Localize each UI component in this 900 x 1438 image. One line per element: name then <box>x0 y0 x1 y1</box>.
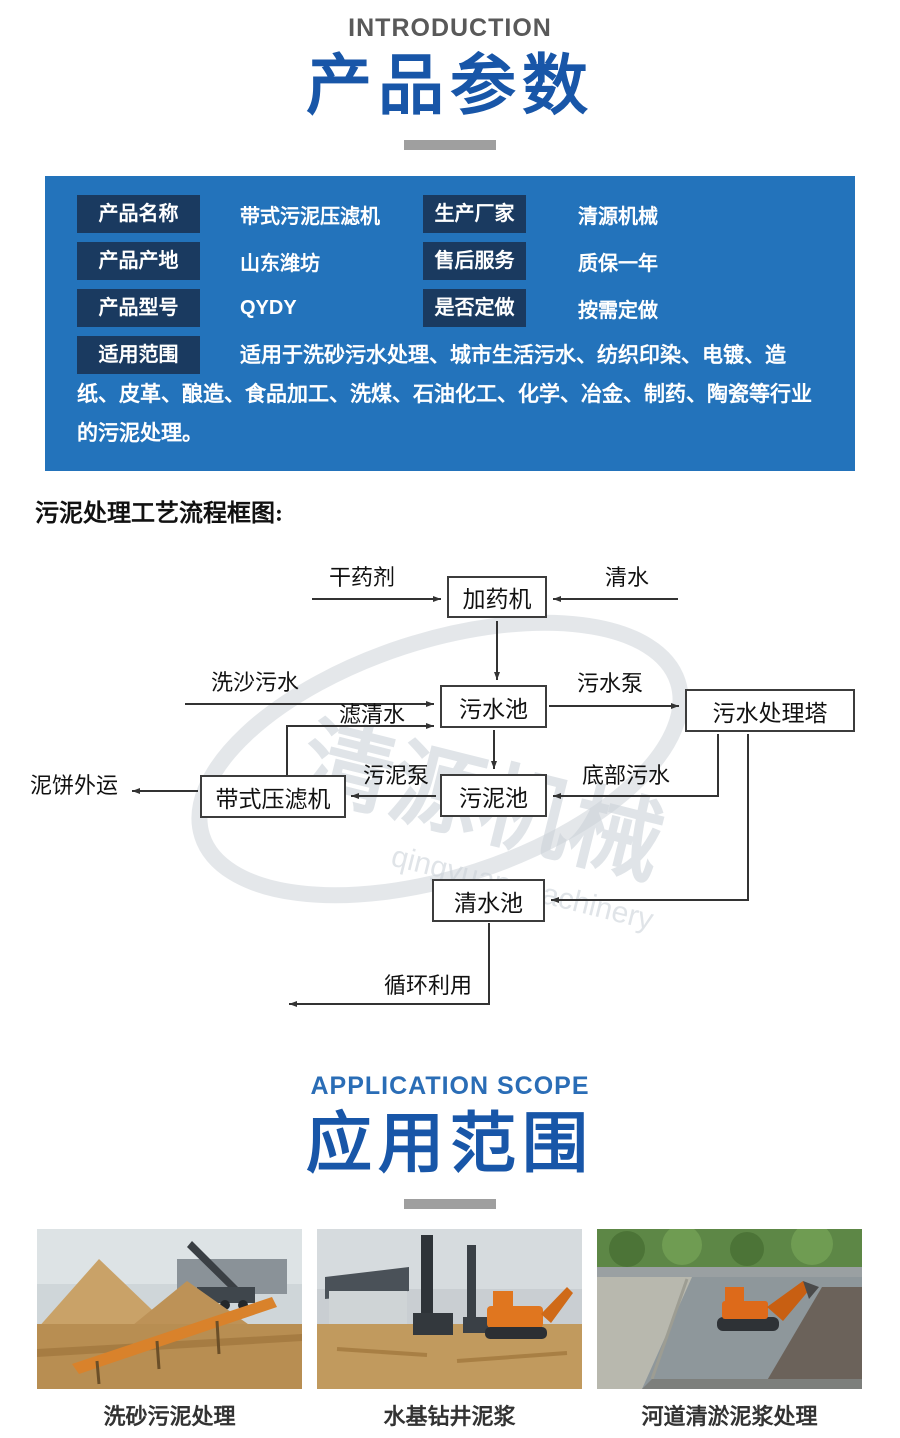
spec-label-model: 产品型号 <box>77 289 200 328</box>
spec-value-manufacturer: 清源机械 <box>578 205 658 228</box>
flow-label-recycle: 循环利用 <box>383 973 473 999</box>
spec-value-model: QYDY <box>240 296 297 319</box>
photo-river-dredging <box>597 1228 862 1389</box>
title-divider <box>404 140 496 151</box>
spec-label-scope: 适用范围 <box>77 336 200 375</box>
spec-value-after-sales: 质保一年 <box>578 252 658 275</box>
flow-box-treatment-tower: 污水处理塔 <box>685 689 855 733</box>
spec-row-2: 产品产地 山东潍坊 售后服务 质保一年 <box>77 242 823 281</box>
flow-label-sludge-pump: 污泥泵 <box>362 763 430 789</box>
spec-row-3: 产品型号 QYDY 是否定做 按需定做 <box>77 289 823 328</box>
flow-box-sludge-pool: 污泥池 <box>440 774 547 818</box>
flow-label-clean-water: 清水 <box>604 565 650 591</box>
photo-pile-driver-site <box>317 1228 582 1389</box>
flow-label-dry-agent: 干药剂 <box>328 565 396 591</box>
spec-value-scope: 适用于洗砂污水处理、城市生活污水、纺织印染、电镀、造纸、皮革、酿造、食品加工、洗… <box>77 344 812 446</box>
spec-label-after-sales: 售后服务 <box>423 242 526 281</box>
spec-label-customization: 是否定做 <box>423 289 526 328</box>
application-eyebrow: APPLICATION SCOPE <box>310 1072 590 1101</box>
spec-panel: 产品名称 带式污泥压滤机 生产厂家 清源机械 产品产地 山东潍坊 售后服务 质保… <box>45 176 855 472</box>
spec-label-manufacturer: 生产厂家 <box>423 195 526 234</box>
spec-row-scope: 适用范围 适用于洗砂污水处理、城市生活污水、纺织印染、电镀、造纸、皮革、酿造、食… <box>77 336 823 453</box>
flow-label-filtered-water: 滤清水 <box>338 702 406 728</box>
page-title-product-params: 产品参数 <box>306 48 594 122</box>
flow-box-sewage-pool: 污水池 <box>440 685 547 729</box>
application-caption-row: 洗砂污泥处理 水基钻井泥浆 河道清淤泥浆处理 <box>37 1399 863 1431</box>
flow-label-sand-washing-sewage: 洗沙污水 <box>210 670 300 696</box>
spec-value-origin: 山东潍坊 <box>240 252 320 275</box>
photo-caption-3: 河道清淤泥浆处理 <box>641 1403 818 1429</box>
application-photo-row <box>37 1228 863 1389</box>
flow-box-dosing-machine: 加药机 <box>447 576 547 619</box>
page-title-application-scope: 应用范围 <box>306 1106 594 1181</box>
spec-row-1: 产品名称 带式污泥压滤机 生产厂家 清源机械 <box>77 195 823 234</box>
process-flow-diagram: 清源机械 qingyuan machinery 加药机 污水池 污水处理塔 <box>0 534 900 1026</box>
photo-caption-1: 洗砂污泥处理 <box>103 1403 236 1429</box>
application-divider <box>404 1198 496 1209</box>
flow-label-bottom-sewage: 底部污水 <box>581 763 671 789</box>
spec-label-origin: 产品产地 <box>77 242 200 281</box>
flow-label-mud-cake-out: 泥饼外运 <box>29 773 119 799</box>
spec-value-product-name: 带式污泥压滤机 <box>240 205 380 228</box>
spec-label-product-name: 产品名称 <box>77 195 200 234</box>
flow-box-clean-pool: 清水池 <box>432 879 545 923</box>
flow-label-sewage-pump: 污水泵 <box>576 671 644 697</box>
flow-arrows <box>132 596 749 1008</box>
spec-value-customization: 按需定做 <box>578 299 658 322</box>
flow-box-belt-press: 带式压滤机 <box>200 775 346 819</box>
flow-diagram-heading: 污泥处理工艺流程框图: <box>35 501 283 528</box>
photo-caption-2: 水基钻井泥浆 <box>383 1403 516 1429</box>
photo-sand-washing-site <box>37 1228 302 1389</box>
intro-eyebrow: INTRODUCTION <box>348 14 552 42</box>
